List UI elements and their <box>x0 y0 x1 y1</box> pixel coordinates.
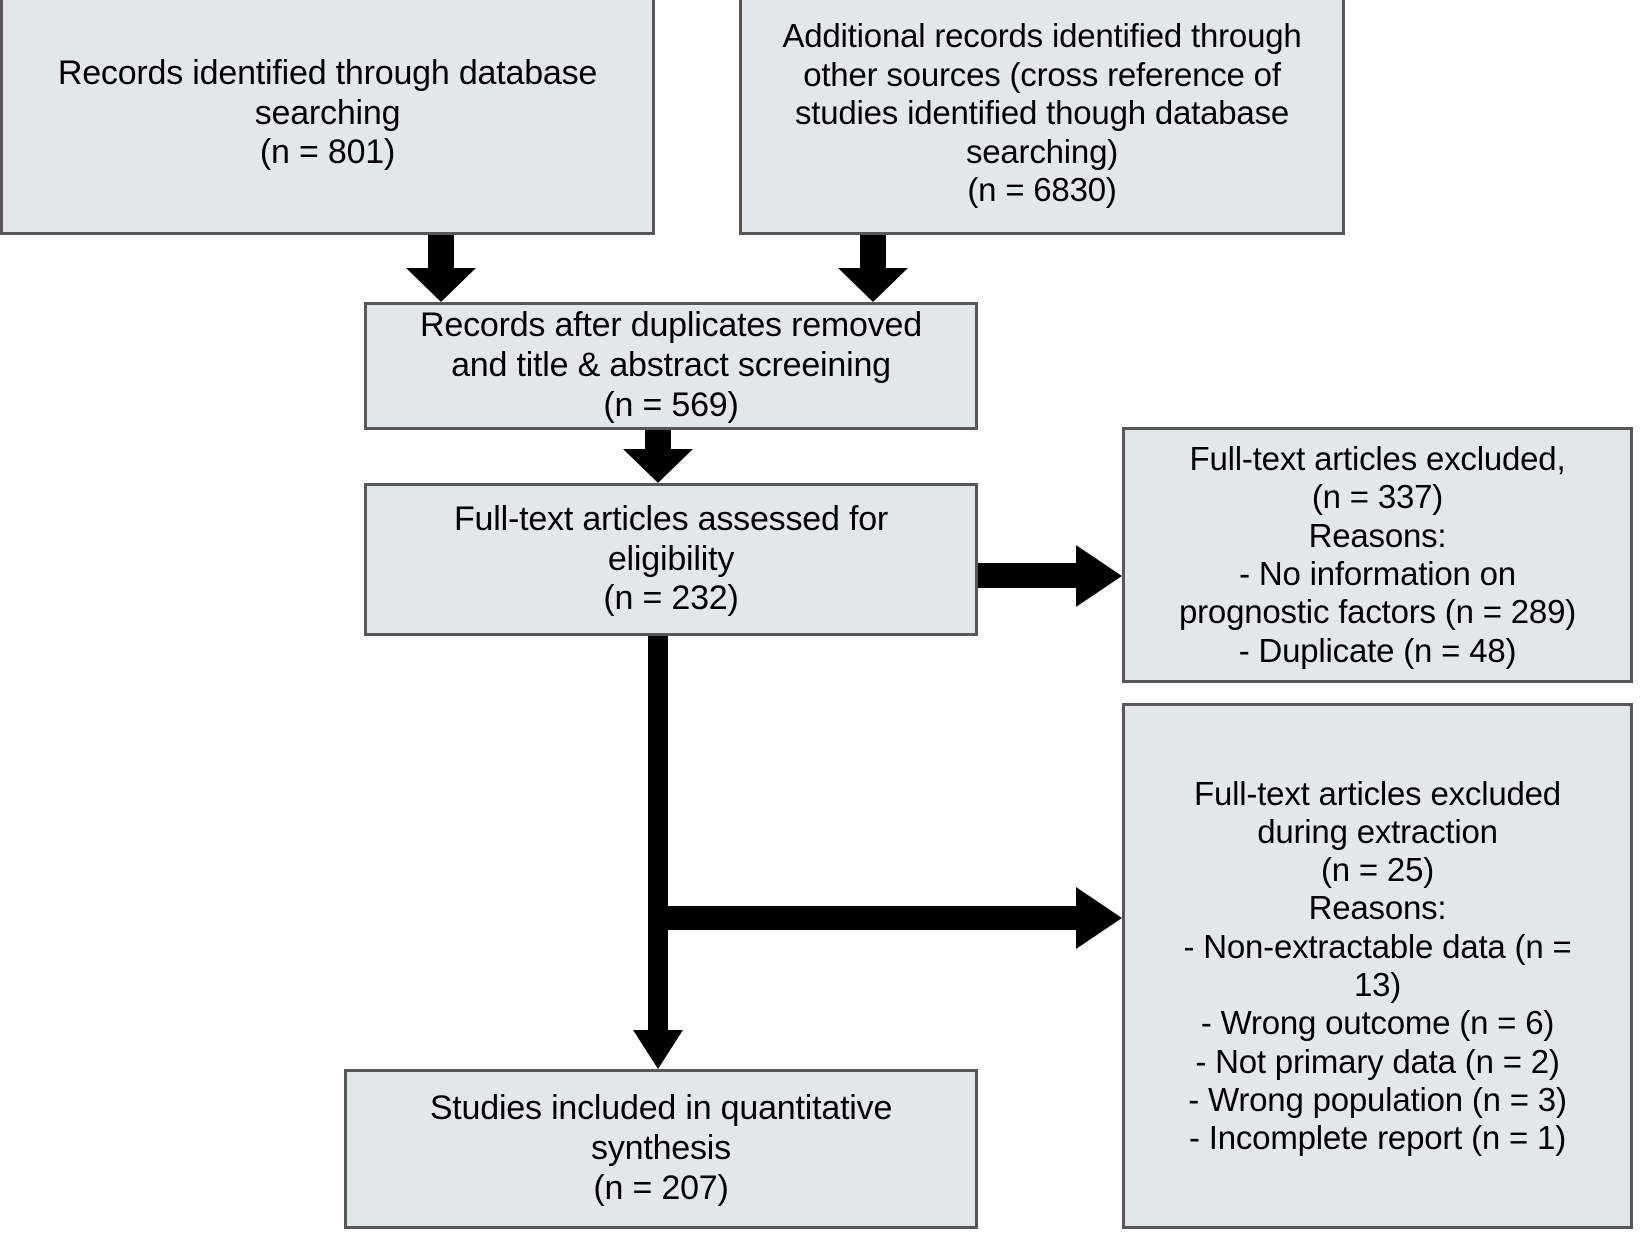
arrow-fulltext-to-included <box>633 636 683 1069</box>
records-identified-database-searching-box: Records identified through database sear… <box>0 0 655 235</box>
full-text-articles-excluded-during-extraction-box: Full-text articles excluded during extra… <box>1122 703 1633 1229</box>
full-text-articles-assessed-eligibility-text: Full-text articles assessed for eligibil… <box>453 499 889 618</box>
studies-included-quantitative-synthesis-text: Studies included in quantitative synthes… <box>429 1089 893 1207</box>
full-text-articles-excluded-during-extraction-text: Full-text articles excluded during extra… <box>1183 774 1572 1157</box>
records-after-duplicates-removed-box: Records after duplicates removed and tit… <box>364 302 978 430</box>
full-text-articles-excluded-box: Full-text articles excluded, (n = 337) R… <box>1122 427 1633 683</box>
arrow-fulltext-to-excluded-extraction <box>648 636 1122 949</box>
records-identified-database-searching-text: Records identified through database sear… <box>57 53 598 172</box>
additional-records-other-sources-box: Additional records identified through ot… <box>739 0 1345 235</box>
full-text-articles-assessed-eligibility-box: Full-text articles assessed for eligibil… <box>364 483 978 636</box>
records-after-duplicates-removed-text: Records after duplicates removed and tit… <box>420 306 922 424</box>
studies-included-quantitative-synthesis-box: Studies included in quantitative synthes… <box>344 1069 978 1229</box>
arrow-db-search-to-dedup <box>406 235 476 302</box>
arrow-dedup-to-fulltext <box>623 430 693 483</box>
full-text-articles-excluded-text: Full-text articles excluded, (n = 337) R… <box>1178 440 1577 669</box>
arrow-other-sources-to-dedup <box>838 235 908 302</box>
arrow-fulltext-to-excluded-eligibility <box>978 545 1122 607</box>
additional-records-other-sources-text: Additional records identified through ot… <box>782 16 1302 209</box>
